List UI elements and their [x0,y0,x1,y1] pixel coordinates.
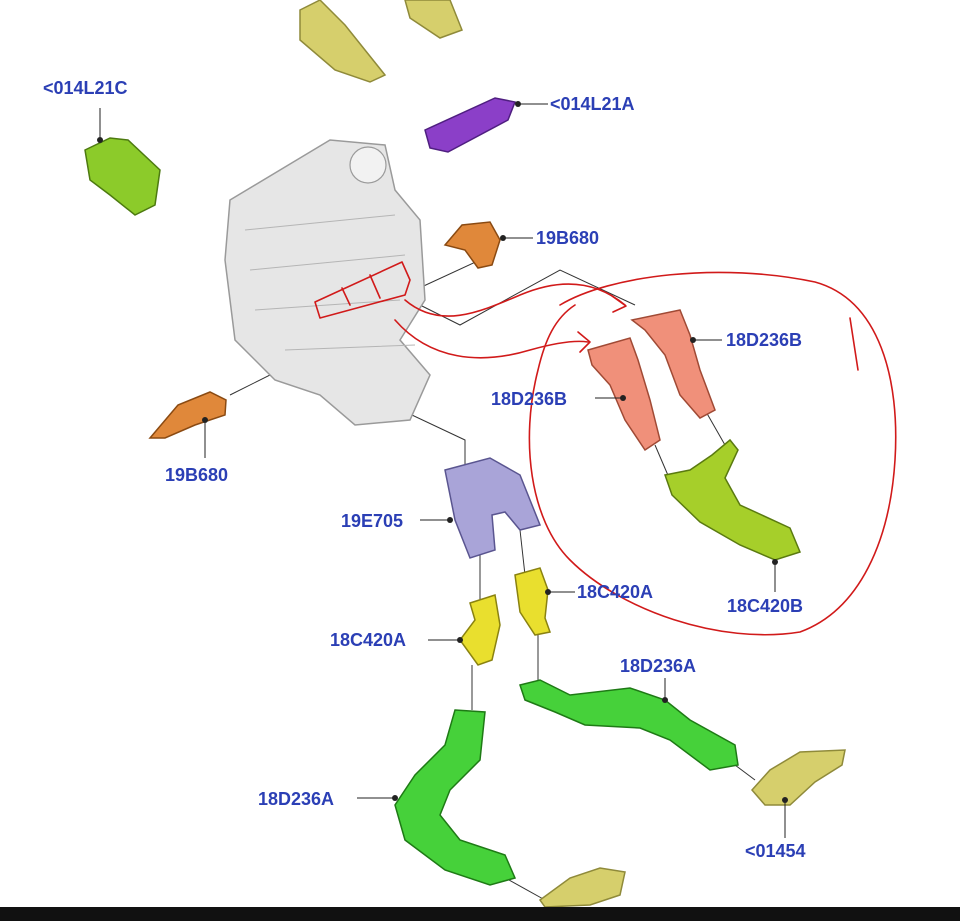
leader-dot-18D236B-right [690,337,696,343]
label-19E705[interactable]: 19E705 [341,511,403,531]
hvac-blower-fan [349,146,387,184]
annotation-circle [528,271,897,636]
part-19E705[interactable] [444,457,542,559]
leader-dot-18C420A-left [457,637,463,643]
label-014L21A[interactable]: <014L21A [550,94,635,114]
label-01454[interactable]: <01454 [745,841,806,861]
part-19B680-left[interactable] [148,391,227,439]
label-18D236A-right[interactable]: 18D236A [620,656,696,676]
hvac-housing[interactable] [224,139,431,426]
part-19B680-top[interactable] [443,221,501,269]
part-014L21C[interactable] [84,137,161,216]
red-annotation [314,261,897,636]
label-18C420A-right[interactable]: 18C420A [577,582,653,602]
top-vent-parts [299,0,463,83]
leader-dot-18C420B [772,559,778,565]
label-18C420A-left[interactable]: 18C420A [330,630,406,650]
part-18C420A-right[interactable] [514,567,551,636]
leader-dot-19B680-top [500,235,506,241]
part-01454[interactable] [750,749,846,806]
annotation-arrowhead-lower [577,331,591,353]
label-18C420B[interactable]: 18C420B [727,596,803,616]
leader-dot-18D236A-left [392,795,398,801]
leader-dot-18C420A-right [545,589,551,595]
leader-dot-01454 [782,797,788,803]
part-18C420A-left[interactable] [459,594,501,666]
connector-18D236A-01454 [734,764,756,781]
part-18D236B-left[interactable] [587,337,661,452]
leader-dot-19E705 [447,517,453,523]
label-19B680-left[interactable]: 19B680 [165,465,228,485]
annotation-marked-outlet [314,261,411,319]
leader-dot-18D236A-right [662,697,668,703]
label-18D236A-left[interactable]: 18D236A [258,789,334,809]
part-014L21A[interactable] [424,97,517,153]
part-labels: <014L21C <014L21A 19B680 18D236B 18D236B… [43,78,806,861]
connector-19E705-18C420A-right [519,529,526,576]
label-18D236B-right[interactable]: 18D236B [726,330,802,350]
top-vent-left [299,0,387,83]
label-014L21C[interactable]: <014L21C [43,78,128,98]
hvac-housing-detail [244,214,416,351]
label-19B680-top[interactable]: 19B680 [536,228,599,248]
part-18D236B-right[interactable] [630,309,716,419]
leader-dot-19B680-left [202,417,208,423]
hvac-housing-body [224,139,431,426]
annotation-arrow-lower [394,319,589,359]
annotation-arrow-upper [404,283,626,317]
bottom-bar [0,907,960,921]
leader-dot-014L21A [515,101,521,107]
part-18D236A-left[interactable] [394,709,517,886]
top-vent-right [404,0,463,39]
bottom-vent-part [538,867,626,907]
leader-dot-18D236B-left [620,395,626,401]
part-18D236A-right[interactable] [519,679,739,771]
label-18D236B-left[interactable]: 18D236B [491,389,567,409]
annotation-arrowhead-upper [611,295,627,313]
annotation-tick [849,317,859,371]
connector-housing-18D236B [409,269,636,326]
leader-dot-014L21C [97,137,103,143]
part-18C420B[interactable] [664,438,802,561]
connector-18D236B-18C420B-right [704,409,726,446]
